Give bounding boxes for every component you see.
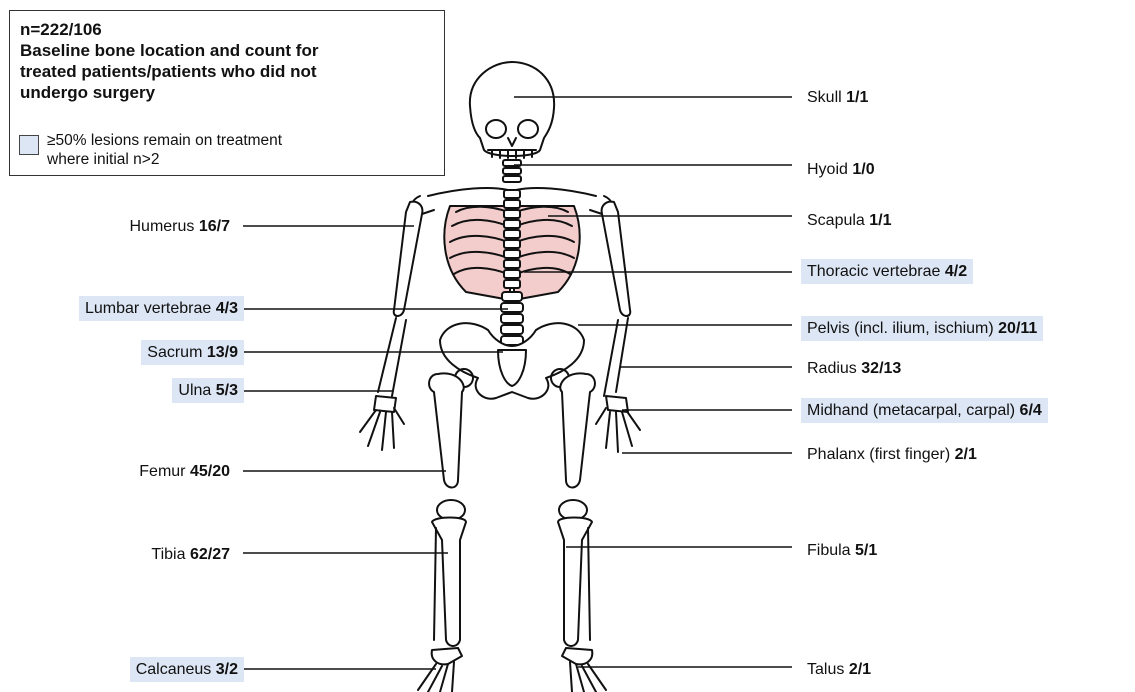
bone-name: Radius (807, 360, 857, 377)
bone-label-tibia: Tibia 62/27 (145, 542, 236, 567)
bone-name: Thoracic vertebrae (807, 263, 940, 280)
legend-box: n=222/106 Baseline bone location and cou… (9, 10, 445, 176)
bone-name: Lumbar vertebrae (85, 300, 211, 317)
bone-count: 1/1 (869, 212, 891, 229)
bone-name: Scapula (807, 212, 865, 229)
bone-label-calcaneus: Calcaneus 3/2 (130, 657, 244, 682)
bone-name: Ulna (178, 382, 211, 399)
bone-name: Tibia (151, 546, 185, 563)
bone-label-femur: Femur 45/20 (133, 459, 236, 484)
bone-label-thoracic-vertebrae: Thoracic vertebrae 4/2 (801, 259, 973, 284)
bone-name: Pelvis (incl. ilium, ischium) (807, 320, 994, 337)
bone-label-hyoid: Hyoid 1/0 (801, 157, 881, 182)
bone-label-phalanx: Phalanx (first finger) 2/1 (801, 442, 983, 467)
bone-count: 1/0 (852, 161, 874, 178)
bone-name: Femur (139, 463, 185, 480)
bone-name: Calcaneus (136, 661, 212, 678)
bone-name: Sacrum (147, 344, 202, 361)
bone-name: Phalanx (first finger) (807, 446, 950, 463)
legend-key-text: ≥50% lesions remain on treatment where i… (47, 131, 282, 169)
bone-count: 6/4 (1020, 402, 1042, 419)
bone-count: 4/3 (216, 300, 238, 317)
legend-title-line-3: undergo surgery (20, 82, 434, 103)
bone-name: Humerus (130, 218, 195, 235)
legend-title-line-1: Baseline bone location and count for (20, 40, 434, 61)
bone-count: 13/9 (207, 344, 238, 361)
bone-label-talus: Talus 2/1 (801, 657, 877, 682)
bone-label-lumbar-vertebrae: Lumbar vertebrae 4/3 (79, 296, 244, 321)
legend-key-line-2: where initial n>2 (47, 150, 282, 169)
bone-count: 45/20 (190, 463, 230, 480)
legend-n: n=222/106 (20, 19, 434, 40)
bone-count: 4/2 (945, 263, 967, 280)
bone-name: Fibula (807, 542, 851, 559)
bone-count: 5/1 (855, 542, 877, 559)
bone-count: 32/13 (861, 360, 901, 377)
bone-label-midhand: Midhand (metacarpal, carpal) 6/4 (801, 398, 1048, 423)
bone-name: Skull (807, 89, 842, 106)
bone-name: Midhand (metacarpal, carpal) (807, 402, 1015, 419)
bone-label-radius: Radius 32/13 (801, 356, 907, 381)
bone-count: 2/1 (955, 446, 977, 463)
bone-count: 3/2 (216, 661, 238, 678)
bone-count: 1/1 (846, 89, 868, 106)
bone-count: 2/1 (849, 661, 871, 678)
bone-count: 5/3 (216, 382, 238, 399)
bone-name: Hyoid (807, 161, 848, 178)
bone-label-pelvis: Pelvis (incl. ilium, ischium) 20/11 (801, 316, 1043, 341)
bone-label-scapula: Scapula 1/1 (801, 208, 898, 233)
legend-title-line-2: treated patients/patients who did not (20, 61, 434, 82)
bone-count: 62/27 (190, 546, 230, 563)
bone-label-sacrum: Sacrum 13/9 (141, 340, 244, 365)
bone-label-ulna: Ulna 5/3 (172, 378, 244, 403)
bone-count: 20/11 (998, 320, 1037, 337)
bone-label-skull: Skull 1/1 (801, 85, 874, 110)
legend-key-line-1: ≥50% lesions remain on treatment (47, 131, 282, 150)
legend-highlight-swatch (19, 135, 39, 155)
bone-name: Talus (807, 661, 844, 678)
bone-label-humerus: Humerus 16/7 (124, 214, 237, 239)
bone-count: 16/7 (199, 218, 230, 235)
bone-label-fibula: Fibula 5/1 (801, 538, 883, 563)
